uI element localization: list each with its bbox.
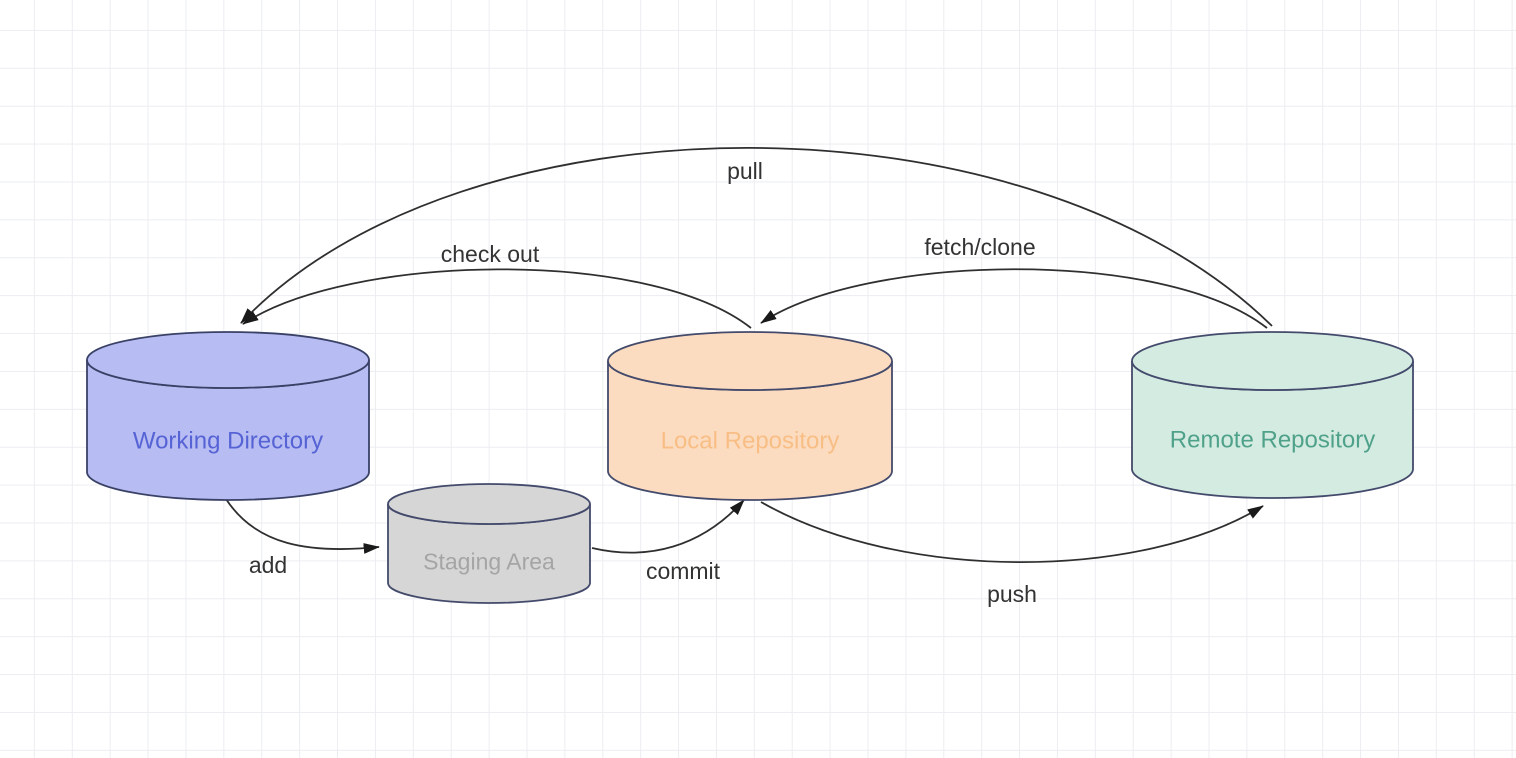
edge-pull[interactable]: pull [240,146,1273,327]
node-local-repository[interactable]: Local Repository [607,331,893,501]
edge-line-check-out[interactable] [242,268,752,329]
cylinder-top-remote-repository[interactable] [1131,331,1414,391]
edge-check-out[interactable]: check out [242,241,752,329]
node-working-directory[interactable]: Working Directory [86,331,370,501]
edge-label-check-out: check out [441,241,540,267]
edge-line-add[interactable] [225,498,380,554]
edge-add[interactable]: add [225,498,380,578]
edge-commit[interactable]: commit [591,499,745,584]
edge-fetch-clone[interactable]: fetch/clone [760,234,1268,329]
cylinder-top-local-repository[interactable] [607,331,893,391]
node-staging-area[interactable]: Staging Area [387,483,591,604]
edge-line-push[interactable] [760,501,1264,564]
edge-label-commit: commit [646,558,721,584]
edge-line-fetch-clone[interactable] [760,268,1268,329]
edge-line-commit[interactable] [591,499,745,554]
edge-label-fetch-clone: fetch/clone [924,234,1035,260]
edge-label-push: push [987,581,1037,607]
edge-line-pull[interactable] [240,146,1273,327]
edge-label-add: add [249,552,287,578]
cylinder-top-working-directory[interactable] [86,331,370,389]
node-remote-repository[interactable]: Remote Repository [1131,331,1414,499]
edge-label-pull: pull [727,158,763,184]
cylinder-top-staging-area[interactable] [387,483,591,525]
edge-push[interactable]: push [760,501,1264,607]
